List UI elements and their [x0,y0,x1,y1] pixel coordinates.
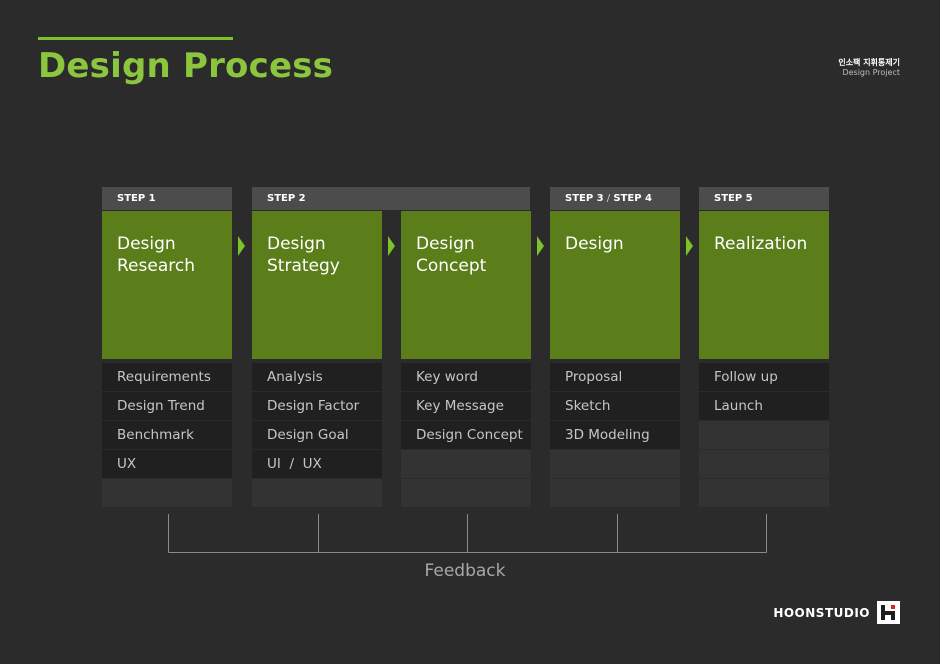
column-title-line: Design [117,234,176,254]
brand: HOONSTUDIO [773,601,900,624]
project-korean-name: 인소팩 지휘통제기 [838,58,900,67]
list-item: Launch [699,392,829,420]
column-title: Design Concept [401,211,531,359]
step-3-label: STEP 3 [565,193,604,204]
column-title-line: Design [416,234,475,254]
list-item: Analysis [252,363,382,391]
column-title-line: Realization [714,234,808,254]
column-realization: Realization Follow up Launch [699,211,829,508]
list-item: Design Goal [252,421,382,449]
step-separator: / [603,193,614,204]
list-item-empty [401,479,531,507]
step-4-label: STEP 4 [613,193,652,204]
list-item: Key word [401,363,531,391]
list-item: UX [102,450,232,478]
column-title: Realization [699,211,829,359]
step-1-header: STEP 1 [102,187,232,210]
list-item: Design Factor [252,392,382,420]
step-2-header: STEP 2 [252,187,530,210]
arrow-icon [537,236,544,256]
list-item-empty [550,450,680,478]
step-5-header: STEP 5 [699,187,829,210]
column-design-strategy: Design Strategy Analysis Design Factor D… [252,211,382,508]
list-item: Benchmark [102,421,232,449]
list-item: Requirements [102,363,232,391]
list-item: Proposal [550,363,680,391]
column-design-concept: Design Concept Key word Key Message Desi… [401,211,531,508]
list-item-empty [252,479,382,507]
column-title: Design Strategy [252,211,382,359]
column-design: Design Proposal Sketch 3D Modeling [550,211,680,508]
step-3-4-header: STEP 3 / STEP 4 [550,187,680,210]
list-item: Key Message [401,392,531,420]
list-item-empty [699,450,829,478]
page-title: Design Process [38,46,334,86]
list-item-empty [401,450,531,478]
list-item-empty [102,479,232,507]
arrow-icon [238,236,245,256]
column-title-line: Design [565,234,624,254]
brand-name: HOONSTUDIO [773,605,870,620]
arrow-icon [686,236,693,256]
feedback-label: Feedback [424,561,506,581]
list-item-empty [550,479,680,507]
column-design-research: Design Research Requirements Design Tren… [102,211,232,508]
title-accent-line [38,37,233,40]
list-item-empty [699,421,829,449]
arrow-icon [388,236,395,256]
column-title-line: Strategy [267,256,340,276]
list-item: Follow up [699,363,829,391]
column-title-line: Design [267,234,326,254]
list-item-empty [699,479,829,507]
list-item: UI / UX [252,450,382,478]
list-item: Design Trend [102,392,232,420]
list-item: Design Concept [401,421,531,449]
project-english-name: Design Project [842,68,900,77]
brand-logo-icon [877,601,900,624]
column-title: Design Research [102,211,232,359]
list-item: 3D Modeling [550,421,680,449]
column-title-line: Concept [416,256,487,276]
list-item: Sketch [550,392,680,420]
project-label: 인소팩 지휘통제기 Design Project [838,58,900,78]
column-title: Design [550,211,680,359]
column-title-line: Research [117,256,195,276]
